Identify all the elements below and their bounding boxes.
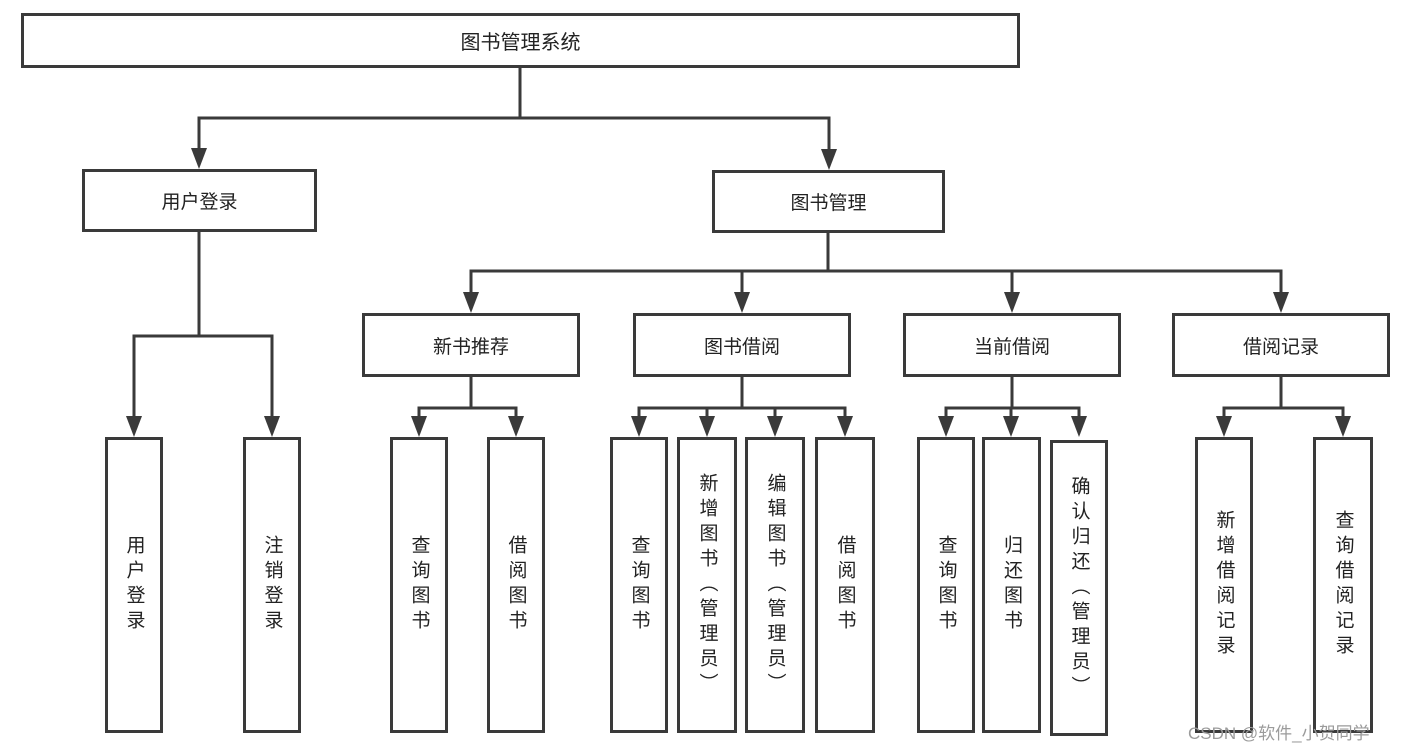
node-query-borrow-record: 查询借阅记录 [1313,437,1373,733]
node-return-books-label: 归还图书 [1001,535,1022,635]
node-borrow-books-2-label: 借阅图书 [834,535,856,635]
node-new-book-recommend-label: 新书推荐 [432,336,509,358]
node-query-borrow-record-label: 查询借阅记录 [1332,510,1354,660]
node-book-borrow: 图书借阅 [633,313,851,377]
node-book-management-branch-label: 图书管理 [790,193,867,214]
node-user-login-label: 用户登录 [123,535,145,635]
node-confirm-return-admin: 确认归还（管理员） [1050,440,1108,736]
node-add-books-admin: 新增图书（管理员） [677,437,737,733]
node-book-borrow-label: 图书借阅 [703,336,780,358]
node-root-label: 图书管理系统 [460,32,581,54]
node-borrow-books-1-label: 借阅图书 [505,535,527,635]
node-query-books-2-label: 查询图书 [628,535,650,635]
node-add-borrow-record: 新增借阅记录 [1195,437,1253,733]
node-edit-books-admin: 编辑图书（管理员） [745,437,805,733]
node-add-borrow-record-label: 新增借阅记录 [1213,510,1235,660]
node-query-books-3: 查询图书 [917,437,975,733]
node-new-book-recommend: 新书推荐 [362,313,580,377]
csdn-watermark: CSDN @软件_小贺同学 [1188,724,1370,743]
node-borrow-books-2: 借阅图书 [815,437,875,733]
node-edit-books-admin-label: 编辑图书（管理员） [764,472,786,698]
node-current-borrow: 当前借阅 [903,313,1121,377]
node-user-login-branch: 用户登录 [82,169,317,232]
node-add-books-admin-label: 新增图书（管理员） [696,472,718,698]
node-query-books-3-label: 查询图书 [935,535,957,635]
node-confirm-return-admin-label: 确认归还（管理员） [1068,475,1090,701]
node-query-books-1-label: 查询图书 [408,535,430,635]
node-borrow-records: 借阅记录 [1172,313,1390,377]
node-logout: 注销登录 [243,437,301,733]
node-return-books: 归还图书 [982,437,1041,733]
node-user-login: 用户登录 [105,437,163,733]
node-current-borrow-label: 当前借阅 [973,336,1050,358]
node-borrow-books-1: 借阅图书 [487,437,545,733]
node-user-login-branch-label: 用户登录 [161,192,238,213]
node-logout-label: 注销登录 [261,535,283,635]
node-borrow-records-label: 借阅记录 [1242,336,1319,358]
node-query-books-1: 查询图书 [390,437,448,733]
node-root: 图书管理系统 [21,13,1020,68]
node-book-management-branch: 图书管理 [712,170,945,233]
node-query-books-2: 查询图书 [610,437,668,733]
